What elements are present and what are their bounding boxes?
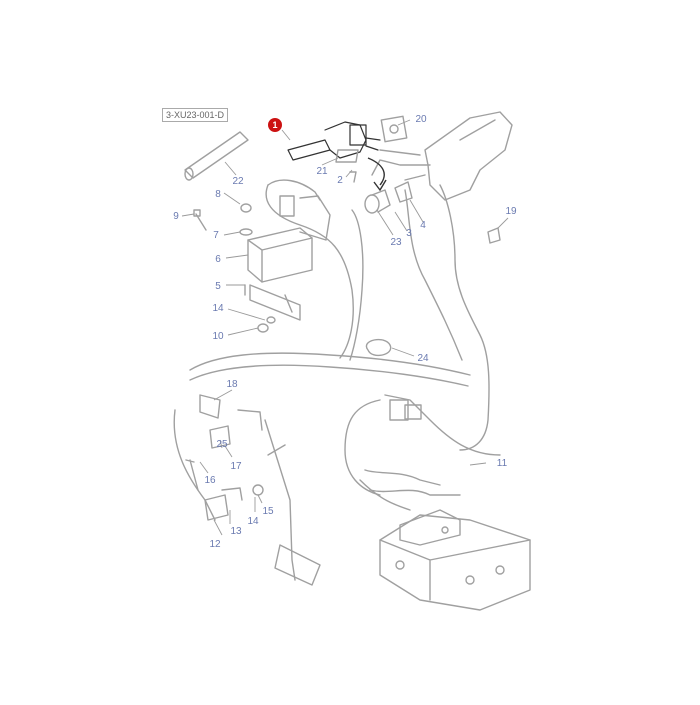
callout-label: 10 — [212, 331, 224, 342]
part-3-4-connector — [364, 174, 426, 214]
upper-harness — [189, 149, 490, 451]
callout-label: 19 — [505, 206, 517, 217]
callout-label: 18 — [226, 379, 238, 390]
routing-arrow — [367, 157, 385, 186]
callout-label: 12 — [209, 539, 221, 550]
callout-label: 22 — [232, 176, 244, 187]
callout-label: 4 — [420, 220, 426, 231]
callout-label: 25 — [216, 439, 228, 450]
lower-left-assembly — [173, 394, 321, 586]
callout-label: 23 — [390, 237, 402, 248]
callout-label: 21 — [316, 166, 328, 177]
callout-label: 8 — [215, 189, 221, 200]
callout-label: 14 — [247, 516, 259, 527]
part-20-housing — [380, 111, 513, 201]
callout-label: 13 — [230, 526, 242, 537]
part-21-plate — [335, 149, 359, 183]
part-22-sleeve — [184, 131, 249, 181]
callout-label: 7 — [213, 230, 219, 241]
callout-label: 20 — [415, 114, 427, 125]
callout-label: 6 — [215, 254, 221, 265]
part-5-bracket — [244, 284, 301, 321]
fasteners-left — [193, 203, 276, 333]
callout-label: 15 — [262, 506, 274, 517]
callout-label: 5 — [215, 281, 221, 292]
callout-label: 17 — [230, 461, 242, 472]
part-11-lower-harness — [344, 394, 501, 511]
callout-label: 24 — [417, 353, 429, 364]
routing-arrow-head — [373, 179, 387, 192]
valve-block — [379, 509, 531, 611]
part-6-relay — [247, 195, 331, 283]
callout-label: 3 — [406, 228, 412, 239]
diagram-reference-code: 3-XU23-001-D — [162, 108, 229, 122]
callout-label: 2 — [337, 175, 343, 186]
part-1-switch — [287, 121, 381, 161]
callout-label: 14 — [212, 303, 224, 314]
callout-label: 11 — [497, 458, 508, 469]
callout-label: 1 — [272, 120, 277, 130]
callout-label: 9 — [173, 211, 179, 222]
callout-label: 16 — [204, 475, 216, 486]
callout-highlight-marker — [268, 118, 282, 132]
part-19-clip — [487, 227, 501, 244]
part-24-clip — [365, 338, 392, 357]
